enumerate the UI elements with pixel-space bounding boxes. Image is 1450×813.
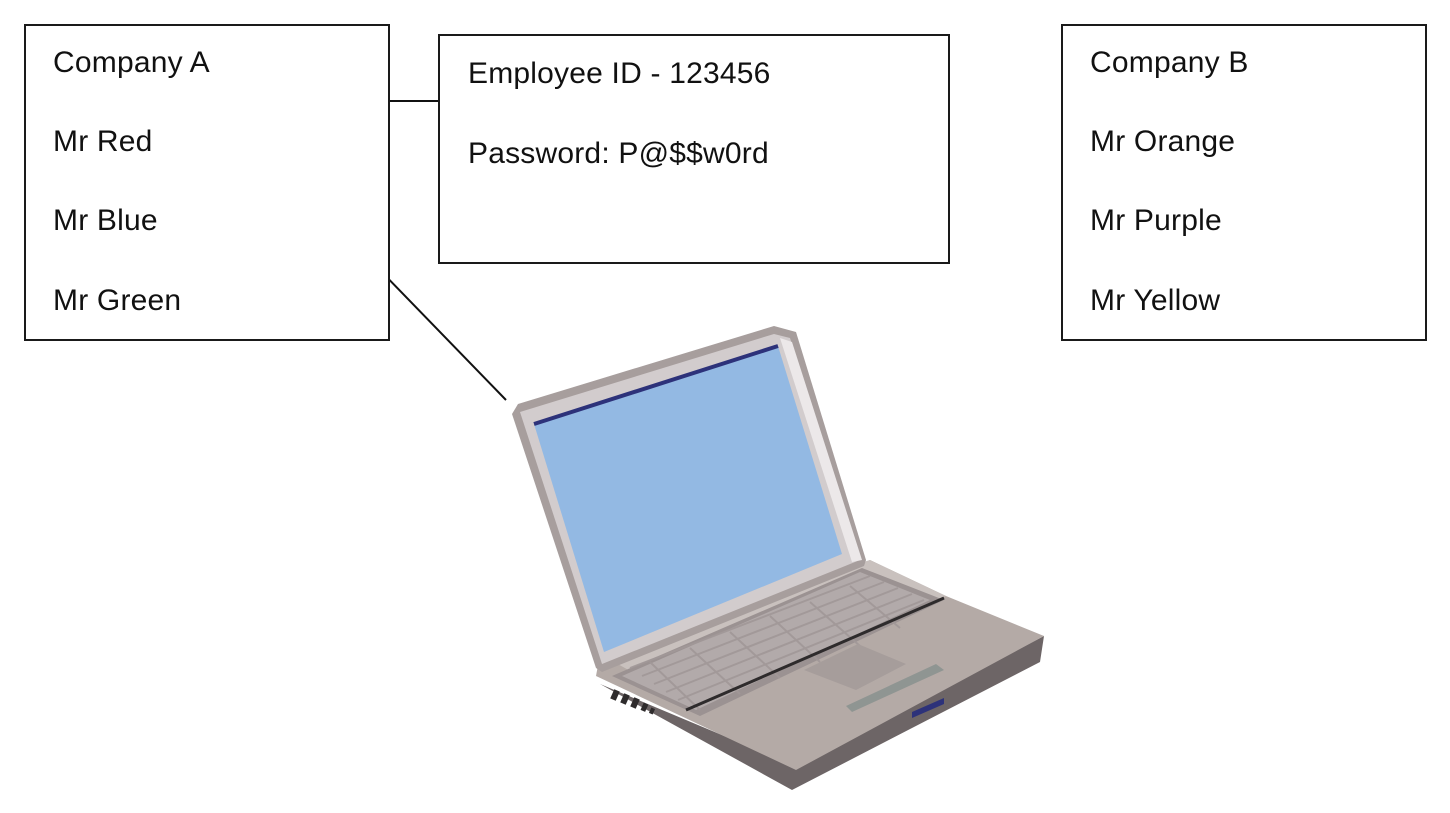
laptop-icon xyxy=(512,326,1044,790)
company-b-member-purple: Mr Purple xyxy=(1090,204,1222,237)
employee-id-text: Employee ID - 123456 xyxy=(468,57,771,90)
company-a-member-red: Mr Red xyxy=(53,125,153,158)
company-a-member-blue: Mr Blue xyxy=(53,204,158,237)
company-a-box: Company A Mr Red Mr Blue Mr Green xyxy=(24,24,390,341)
company-a-member-green: Mr Green xyxy=(53,284,182,317)
company-b-box: Company B Mr Orange Mr Purple Mr Yellow xyxy=(1061,24,1427,341)
password-text: Password: P@$$w0rd xyxy=(468,137,769,170)
company-a-title: Company A xyxy=(53,46,210,79)
credentials-box: Employee ID - 123456 Password: P@$$w0rd xyxy=(438,34,950,264)
company-b-title: Company B xyxy=(1090,46,1249,79)
company-b-member-orange: Mr Orange xyxy=(1090,125,1236,158)
company-b-member-yellow: Mr Yellow xyxy=(1090,284,1221,317)
